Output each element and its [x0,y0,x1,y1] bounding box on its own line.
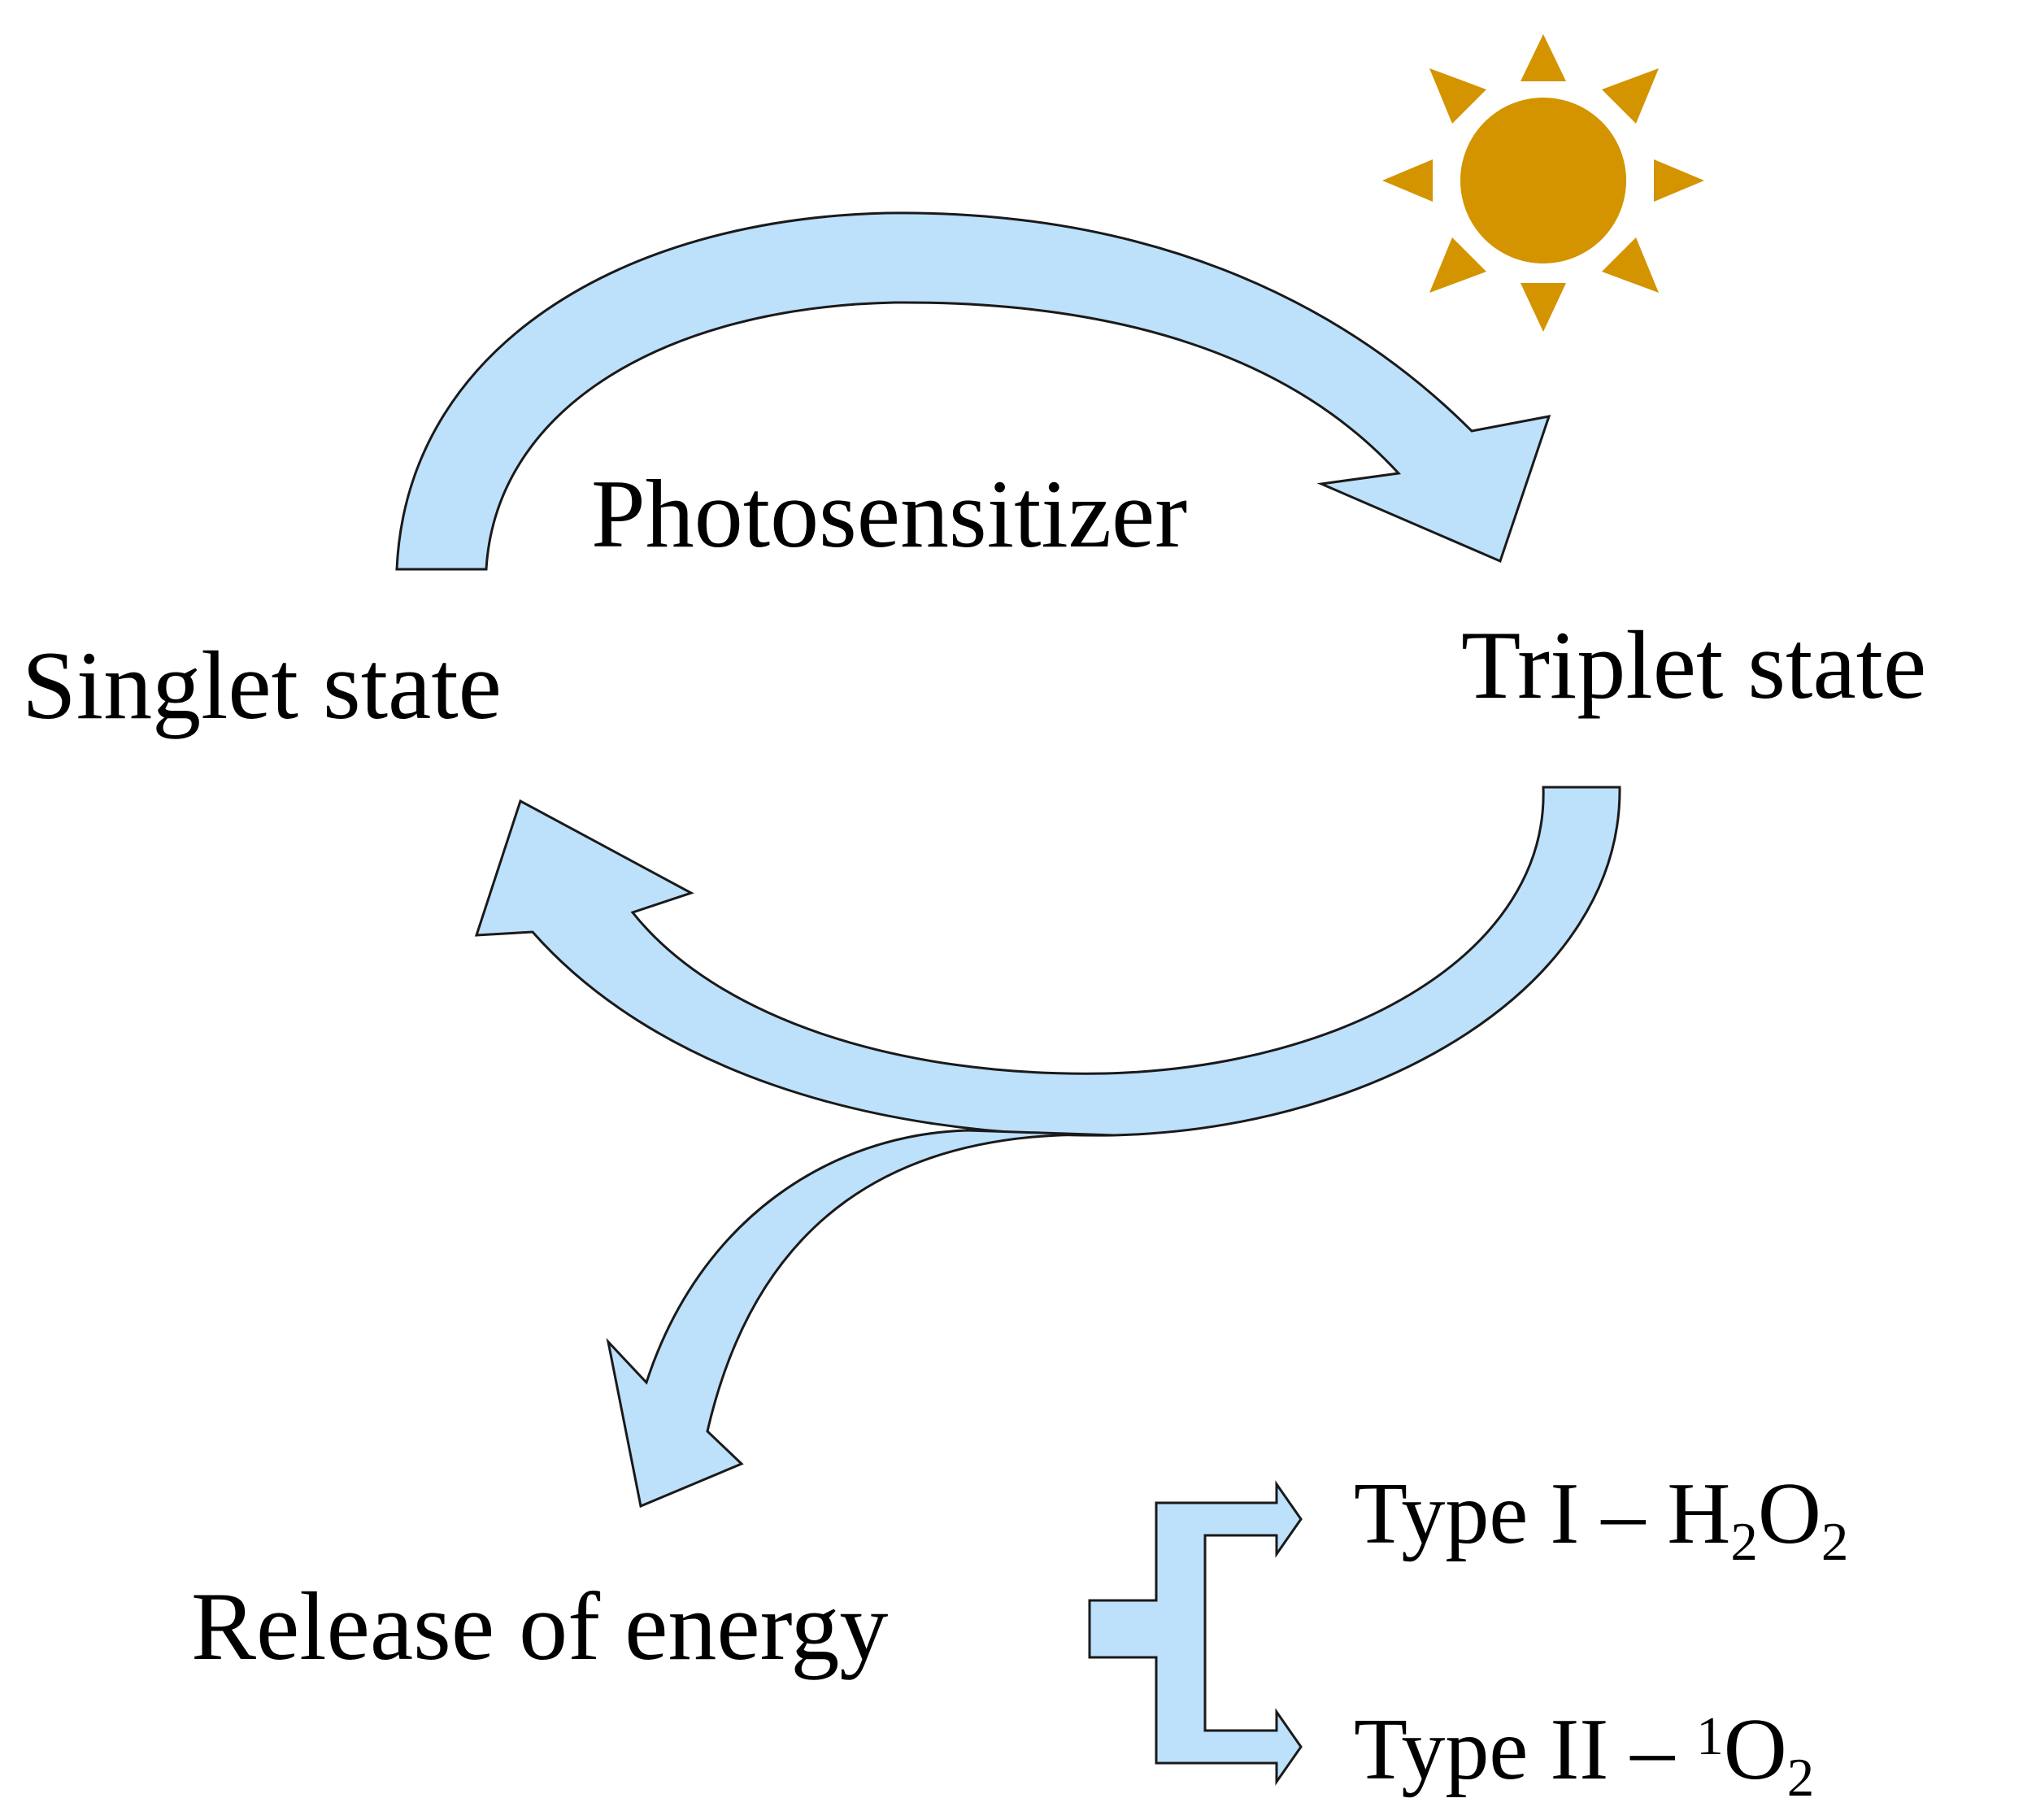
type-one-prefix: Type I – H [1354,1465,1731,1562]
photosensitizer-label: Photosensitizer [591,459,1188,568]
triplet-state-label: Triplet state [1461,611,1927,719]
singlet-state-label: Singlet state [22,631,502,739]
sun-ray-bottom [1521,283,1566,332]
type-one-label: Type I – H2O2 [1354,1470,1848,1570]
type-one-sub-o: 2 [1821,1512,1849,1573]
type-two-sup: 1 [1696,1705,1724,1766]
type-two-sub-o: 2 [1786,1748,1815,1809]
sun-ray-left [1382,159,1433,202]
sun-disc [1460,98,1626,263]
type-two-label: Type II – 1O2 [1354,1705,1814,1805]
sun-icon [1382,34,1704,332]
sun-ray-right [1654,159,1704,202]
sun-ray-top [1521,34,1566,81]
type-two-oxygen: O [1723,1701,1787,1798]
sun-ray-bottom-left [1429,237,1486,293]
energy-release-arrow [606,1129,1115,1509]
sun-ray-top-left [1429,68,1486,124]
release-of-energy-label: Release of energy [191,1572,889,1680]
type-one-sub-h: 2 [1730,1512,1758,1573]
relaxation-arrow [474,786,1621,1137]
type-two-prefix: Type II – [1354,1701,1697,1798]
type-bracket-arrow [1088,1480,1303,1786]
excitation-arrow [395,211,1551,571]
type-one-oxygen: O [1757,1465,1821,1562]
sun-ray-bottom-right [1602,237,1659,293]
sun-ray-top-right [1602,68,1659,124]
